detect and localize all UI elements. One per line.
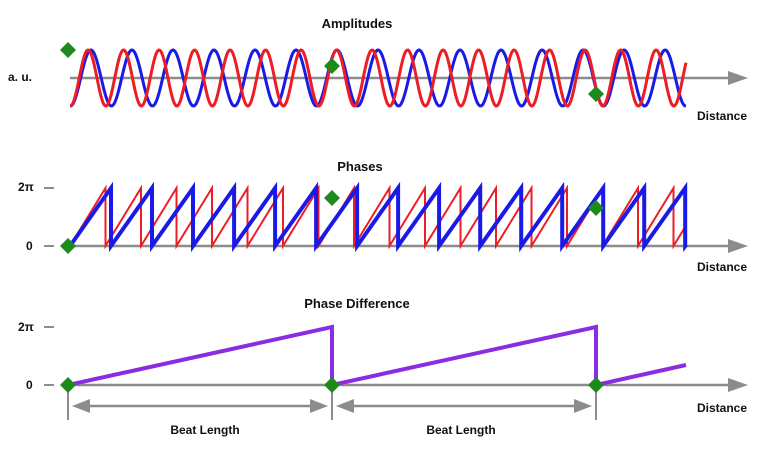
green-diamond-marker-icon xyxy=(60,238,76,254)
phases-panel: Phases 2π 0 Distance xyxy=(18,159,748,274)
green-diamond-marker-icon xyxy=(324,377,340,393)
green-diamond-marker-icon xyxy=(588,377,604,393)
amplitudes-markers xyxy=(60,42,604,102)
amplitudes-title: Amplitudes xyxy=(322,16,393,31)
phase-difference-markers xyxy=(60,377,604,393)
green-diamond-marker-icon xyxy=(324,58,340,74)
beat-length-arrow-2 xyxy=(336,399,592,413)
green-diamond-marker-icon xyxy=(588,200,604,216)
phase-difference-panel: Phase Difference 2π 0 Distance xyxy=(18,296,748,437)
amplitudes-x-label: Distance xyxy=(697,109,747,123)
beat-length-label-1: Beat Length xyxy=(170,423,239,437)
green-diamond-marker-icon xyxy=(60,42,76,58)
phase-difference-title: Phase Difference xyxy=(304,296,410,311)
beat-length-arrow-1 xyxy=(72,399,328,413)
beat-length-dimensions: Beat Length Beat Length xyxy=(67,385,597,437)
green-diamond-marker-icon xyxy=(324,190,340,206)
amplitude-wave-red xyxy=(69,48,688,108)
beat-length-label-2: Beat Length xyxy=(426,423,495,437)
amplitudes-y-label: a. u. xyxy=(8,70,32,84)
phases-x-label: Distance xyxy=(697,260,747,274)
phase-difference-line xyxy=(67,324,687,388)
phase-difference-y-tick-bottom: 0 xyxy=(26,378,33,392)
green-diamond-marker-icon xyxy=(60,377,76,393)
phases-markers xyxy=(60,190,604,254)
phases-y-tick-top: 2π xyxy=(18,180,34,194)
phases-y-tick-bottom: 0 xyxy=(26,239,33,253)
phase-difference-y-tick-top: 2π xyxy=(18,320,34,334)
phases-title: Phases xyxy=(337,159,383,174)
amplitudes-panel: Amplitudes a. u. Distance xyxy=(8,16,748,123)
phase-difference-x-label: Distance xyxy=(697,401,747,415)
green-diamond-marker-icon xyxy=(588,86,604,102)
phase-sawtooth-blue xyxy=(68,181,688,253)
phase-difference-axis xyxy=(44,326,748,392)
